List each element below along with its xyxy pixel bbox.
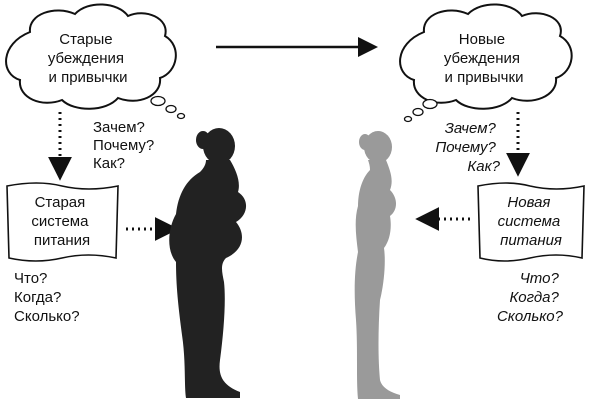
new-cloud-line-3: и привычки <box>445 69 524 86</box>
new-what-questions: Что? Когда? Сколько? <box>497 270 564 325</box>
old-thought-bubbles <box>150 95 186 120</box>
svg-text:Старые убеждения и: Старые убеждения и привычки <box>48 31 128 86</box>
old-system-line-3: питания <box>34 232 90 249</box>
new-system-line-2: система <box>498 213 561 230</box>
svg-text:Новые убеждения и: Новые убеждения и привычки <box>444 31 524 86</box>
new-system-line-3: питания <box>500 232 562 249</box>
new-system-line-1: Новая <box>507 194 550 211</box>
new-cloud-line-1: Новые <box>459 31 505 48</box>
new-cloud-line-2: убеждения <box>444 50 520 67</box>
old-why-questions: Зачем? Почему? Как? <box>93 119 158 172</box>
old-beliefs-cloud: Старые убеждения и привычки <box>5 3 177 110</box>
old-system-line-2: система <box>31 213 89 230</box>
old-figure-silhouette <box>169 128 247 398</box>
old-system-box: Старая система питания <box>6 182 119 262</box>
new-thought-bubbles <box>403 98 438 123</box>
new-system-box: Новая система питания <box>477 182 585 262</box>
old-cloud-line-1: Старые <box>59 31 112 48</box>
new-why-questions: Зачем? Почему? Как? <box>435 120 500 175</box>
new-beliefs-cloud: Новые убеждения и привычки <box>399 3 573 110</box>
old-what-questions: Что? Когда? Сколько? <box>14 270 80 325</box>
svg-text:Новая система пита: Новая система питания <box>498 194 565 249</box>
old-system-line-1: Старая <box>35 194 86 211</box>
svg-text:Старая система пит: Старая система питания <box>31 194 92 249</box>
old-cloud-line-2: убеждения <box>48 50 124 67</box>
new-figure-silhouette <box>354 131 400 399</box>
old-cloud-line-3: и привычки <box>49 69 128 86</box>
